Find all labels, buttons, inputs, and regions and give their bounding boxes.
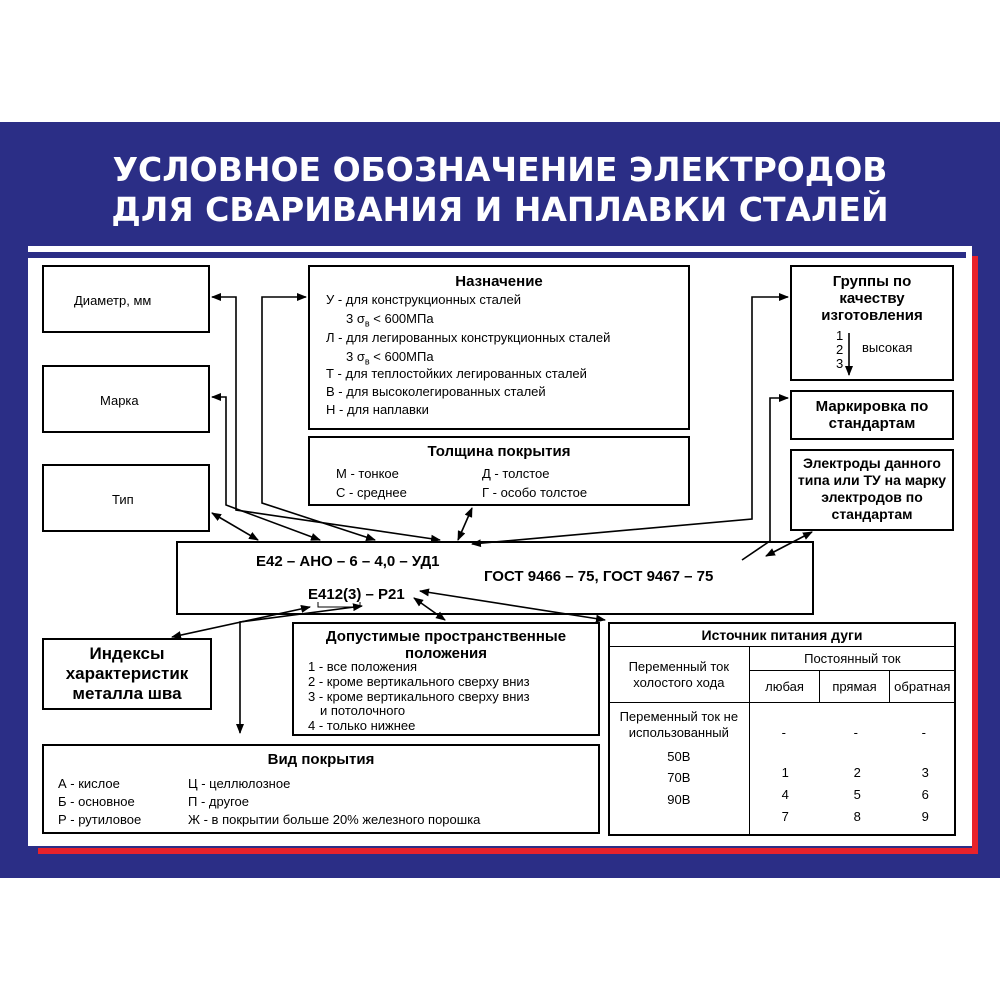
power-row-label: Переменный ток не использованный <box>619 709 739 740</box>
indices-title: Индексы характеристик металла шва <box>65 644 189 703</box>
power-cell: 6 <box>921 787 929 802</box>
brand-label: Марка <box>100 393 139 408</box>
marking-box: Маркировка по стандартам <box>790 390 954 440</box>
position-3: 3 - кроме вертикального сверху вниз <box>308 689 530 704</box>
dc-direct-header: прямая <box>819 670 890 703</box>
positions-box: Допустимые пространственные положения 1 … <box>292 622 600 736</box>
power-cell: 1 <box>781 765 789 780</box>
power-values-grid: - - - 1 2 3 4 5 6 7 8 9 <box>750 703 955 835</box>
power-cell: 4 <box>781 787 789 802</box>
purpose-t: Т - для теплостойких легированных сталей <box>326 366 587 381</box>
type-box: Тип <box>42 464 210 532</box>
purpose-u-limit-suffix: < 600МПа <box>369 311 434 326</box>
marking-title: Маркировка по стандартам <box>815 398 929 432</box>
power-row-label: 70В <box>667 770 691 785</box>
purpose-n: Н - для наплавки <box>326 402 429 417</box>
power-source-title: Источник питания дуги <box>608 622 956 647</box>
designation-box: Е42 – АНО – 6 – 4,0 – УД1 ГОСТ 9466 – 75… <box>176 541 814 615</box>
thickness-s: С - среднее <box>336 485 407 500</box>
power-cell: 9 <box>921 809 929 824</box>
quality-groups-box: Группы по качеству изготовления 1 2 3 вы… <box>790 265 954 381</box>
quality-num-2: 2 <box>836 342 844 357</box>
diameter-label: Диаметр, мм <box>74 293 152 308</box>
position-2: 2 - кроме вертикального сверху вниз <box>308 674 530 689</box>
purpose-box: Назначение У - для конструкционных стале… <box>308 265 690 430</box>
coating-type-box: Вид покрытия А - кислое Б - основное Р -… <box>42 744 600 834</box>
thickness-m: М - тонкое <box>336 466 399 481</box>
power-cell: 2 <box>853 765 861 780</box>
dc-any-header: любая <box>748 670 821 703</box>
power-cell: 5 <box>853 787 861 802</box>
purpose-u: У - для конструкционных сталей <box>326 292 521 307</box>
page-title: УСЛОВНОЕ ОБОЗНАЧЕНИЕ ЭЛЕКТРОДОВ ДЛЯ СВАР… <box>0 150 1000 230</box>
power-cell: - <box>781 725 787 740</box>
power-cell: - <box>853 725 859 740</box>
purpose-u-limit-prefix: 3 σ <box>346 311 365 326</box>
coating-p: П - другое <box>188 794 249 809</box>
red-frame-stripe <box>38 256 978 854</box>
thickness-d: Д - толстое <box>482 466 550 481</box>
position-1: 1 - все положения <box>308 659 418 674</box>
white-frame-stripe <box>28 246 972 846</box>
purpose-l-limit-suffix: < 600МПа <box>369 349 434 364</box>
indices-box: Индексы характеристик металла шва <box>42 638 212 710</box>
power-row-label: 50В <box>667 749 691 764</box>
purpose-title: Назначение <box>455 273 543 290</box>
coating-zh: Ж - в покрытии больше 20% железного поро… <box>188 812 481 827</box>
purpose-v: В - для высоколегированных сталей <box>326 384 546 399</box>
power-cell: 3 <box>921 765 929 780</box>
title-line-2: ДЛЯ СВАРИВАНИЯ И НАПЛАВКИ СТАЛЕЙ <box>111 190 889 229</box>
power-cell: 8 <box>853 809 861 824</box>
power-values-area: - - - 1 2 3 4 5 6 7 8 9 <box>748 702 957 836</box>
purpose-l-limit-prefix: 3 σ <box>346 349 365 364</box>
ac-idle-header: Переменный ток холостого хода <box>608 646 750 703</box>
title-line-1: УСЛОВНОЕ ОБОЗНАЧЕНИЕ ЭЛЕКТРОДОВ <box>112 150 888 189</box>
power-source-box: Источник питания дуги Переменный ток хол… <box>608 622 957 836</box>
coating-thickness-box: Толщина покрытия М - тонкое С - среднее … <box>308 436 690 506</box>
electrodes-tu-title: Электроды данного типа или ТУ на марку э… <box>797 455 947 522</box>
dc-header: Постоянный ток <box>748 646 957 671</box>
position-3-cont: и потолочного <box>320 703 406 718</box>
quality-num-1: 1 <box>836 328 844 343</box>
diameter-box: Диаметр, мм <box>42 265 210 333</box>
power-labels-column: Переменный ток не использованный 50В 70В… <box>608 702 750 836</box>
brand-box: Марка <box>42 365 210 433</box>
coating-b: Б - основное <box>58 794 135 809</box>
position-4: 4 - только нижнее <box>308 718 416 733</box>
thickness-g: Г - особо толстое <box>482 485 588 500</box>
dc-reverse-header: обратная <box>888 670 957 703</box>
type-label: Тип <box>112 492 134 507</box>
power-source-table: Источник питания дуги Переменный ток хол… <box>608 622 957 836</box>
power-cell: - <box>921 725 927 740</box>
coating-ts: Ц - целлюлозное <box>188 776 291 791</box>
electrodes-tu-box: Электроды данного типа или ТУ на марку э… <box>790 449 954 531</box>
coating-a: А - кислое <box>58 776 120 791</box>
designation-line-2: Е412(3) – Р21 <box>308 586 405 603</box>
designation-line-1: Е42 – АНО – 6 – 4,0 – УД1 <box>256 553 440 570</box>
quality-num-3: 3 <box>836 356 844 371</box>
quality-high-label: высокая <box>862 340 913 355</box>
power-row-label: 90В <box>667 792 691 807</box>
coating-thickness-title: Толщина покрытия <box>427 443 571 460</box>
coating-type-title: Вид покрытия <box>267 751 375 768</box>
power-cell: 7 <box>781 809 789 824</box>
coating-r: Р - рутиловое <box>58 812 142 827</box>
quality-groups-title: Группы по качеству изготовления <box>821 273 923 324</box>
designation-gost: ГОСТ 9466 – 75, ГОСТ 9467 – 75 <box>484 568 714 585</box>
purpose-l: Л - для легированных конструкционных ста… <box>326 330 611 345</box>
positions-title: Допустимые пространственные положения <box>325 628 567 662</box>
